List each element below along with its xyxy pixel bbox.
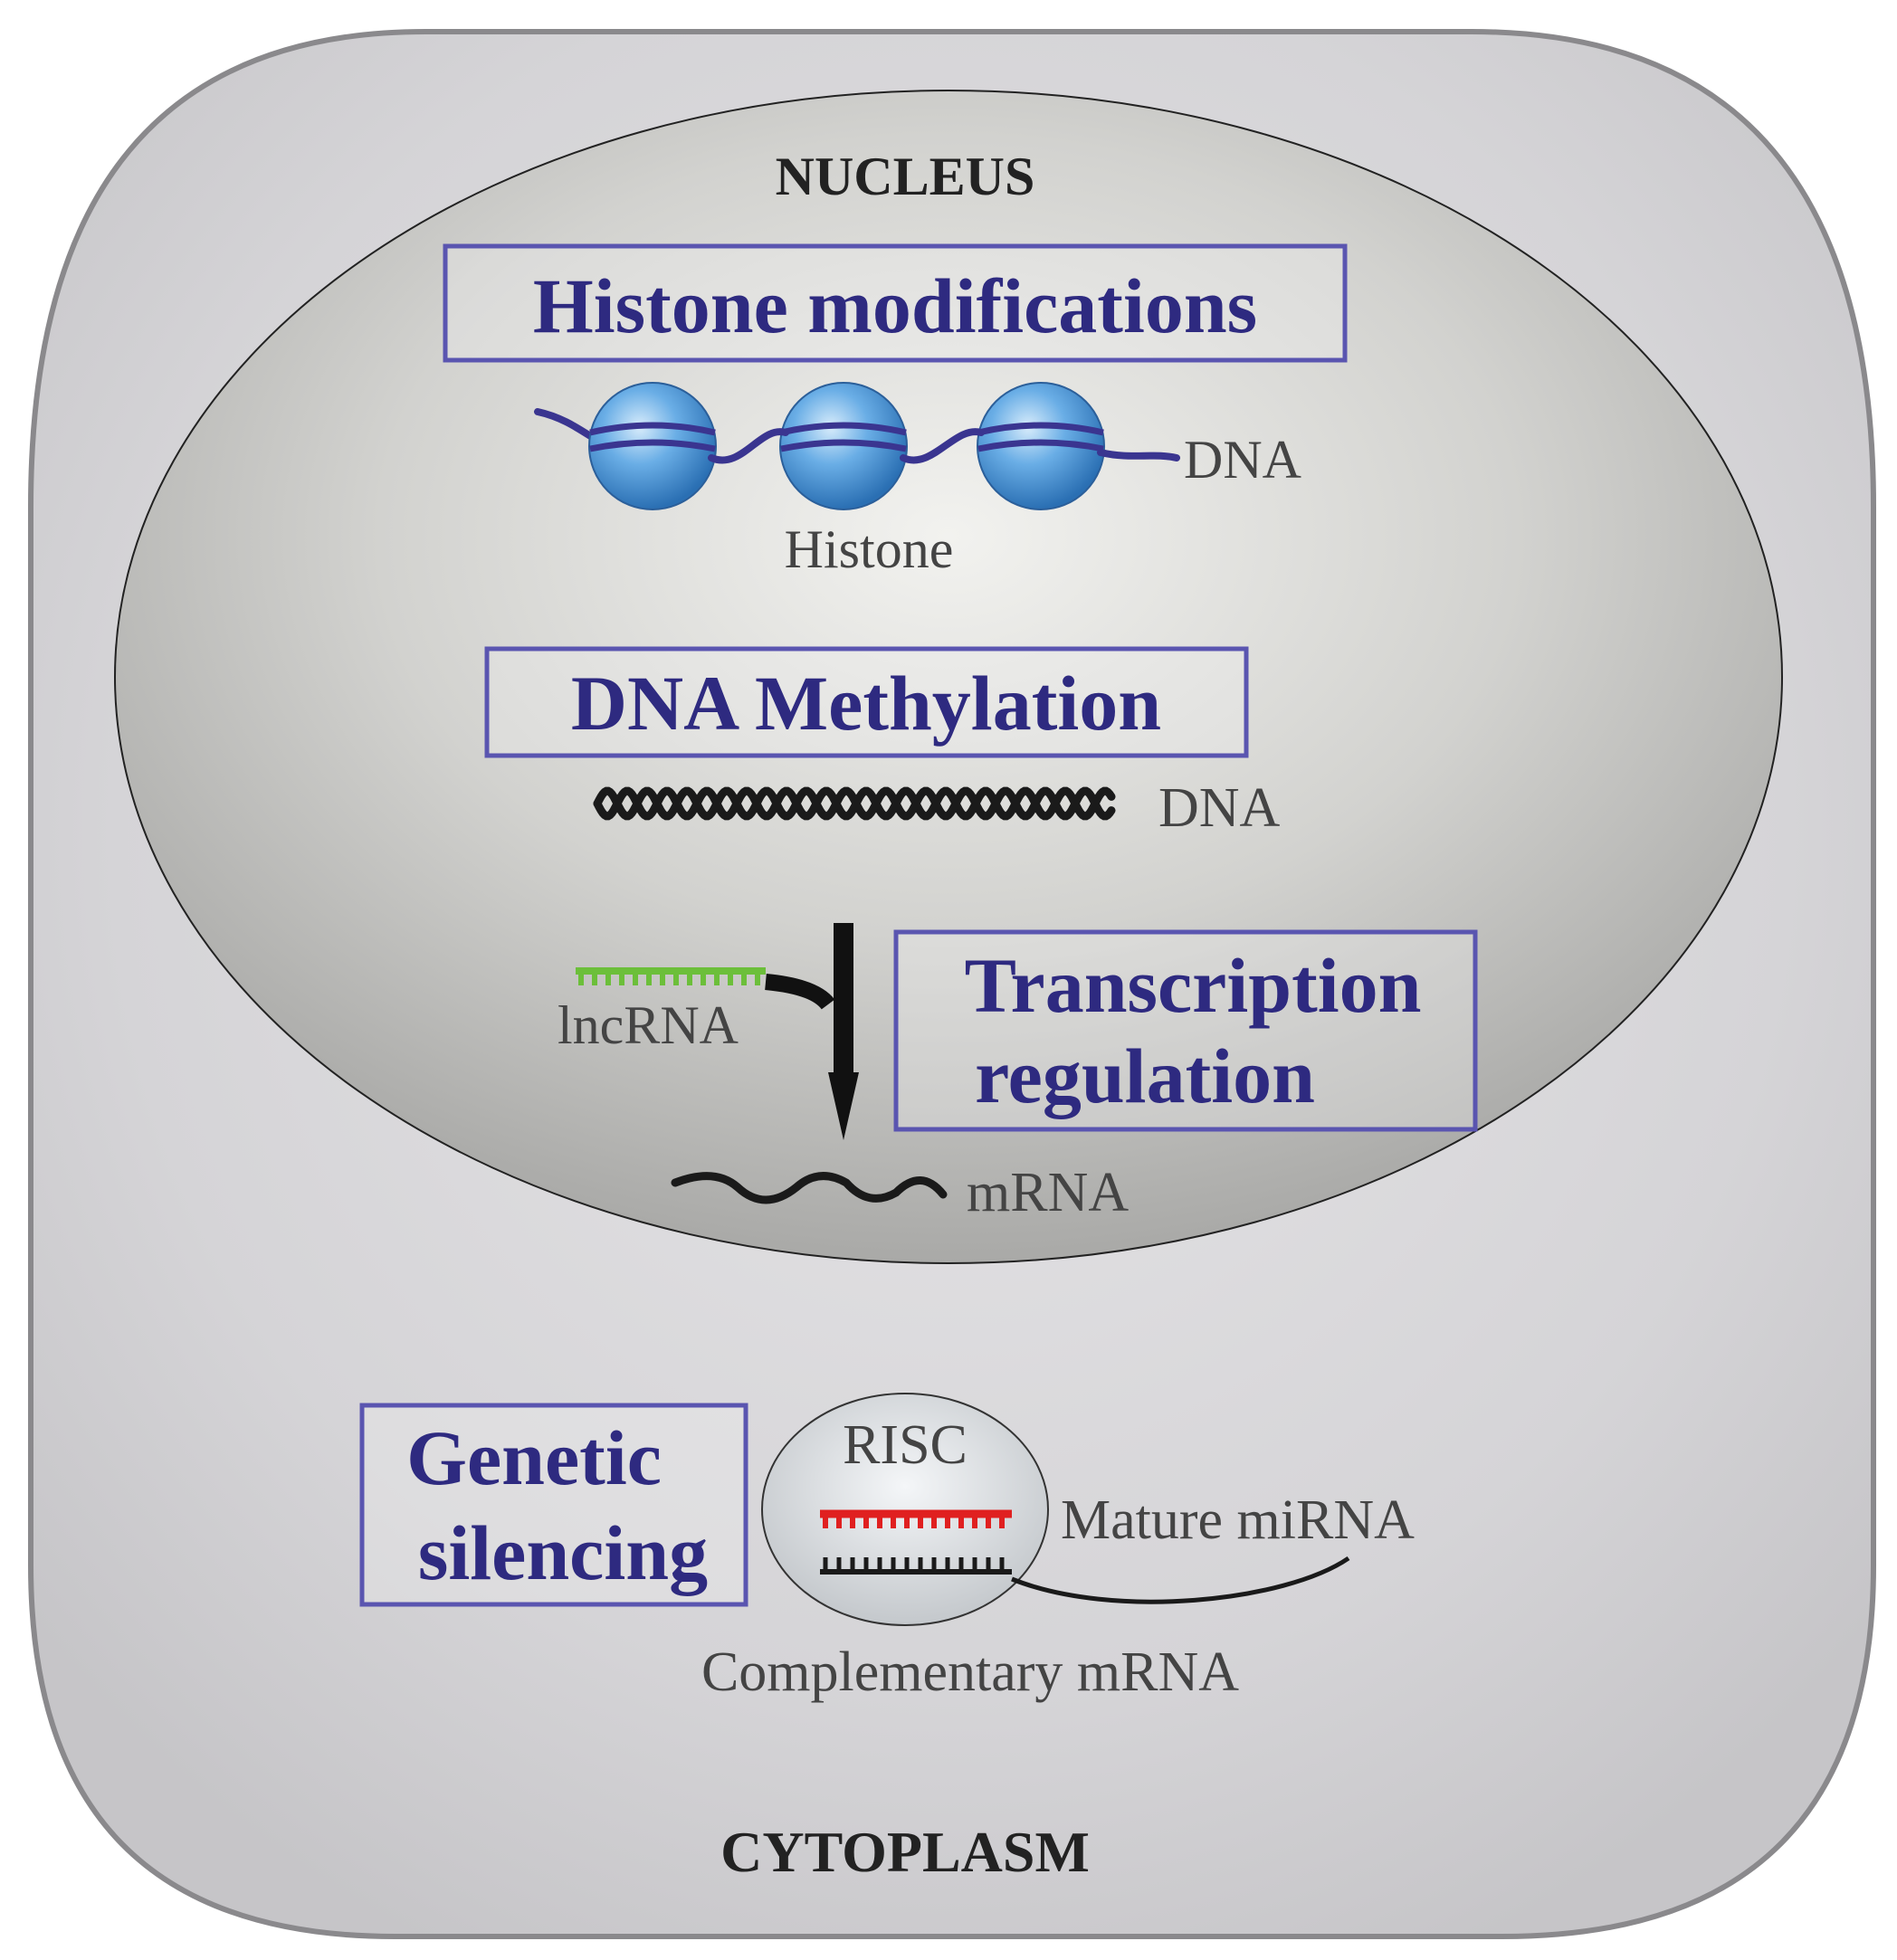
histone-bead-2 <box>779 382 908 510</box>
nucleus-label: NUCLEUS <box>776 147 1035 206</box>
dna-label-top: DNA <box>1184 430 1301 490</box>
transcription-regulation-box <box>893 929 1478 1132</box>
histone-label: Histone <box>785 519 954 579</box>
nucleosome-strand <box>534 382 1180 510</box>
genetic-label-line1: Genetic <box>406 1414 662 1501</box>
risc-label: RISC <box>843 1414 968 1476</box>
lncrna-comb <box>576 967 766 985</box>
dna-methylation-label: DNA Methylation <box>571 660 1161 747</box>
transcription-arrow-head <box>828 1072 859 1140</box>
lncrna-label: lncRNA <box>558 995 739 1055</box>
genetic-silencing-box <box>359 1403 748 1607</box>
mrna-tail <box>1011 1556 1350 1604</box>
dna-label-middle: DNA <box>1158 777 1281 839</box>
histone-bead-1 <box>588 382 717 510</box>
nucleus <box>114 90 1783 1264</box>
transcription-label-line2: regulation <box>975 1032 1315 1119</box>
histone-modifications-label: Histone modifications <box>533 262 1257 349</box>
dna-double-helix <box>593 786 1116 821</box>
dna-methylation-box <box>484 646 1249 758</box>
complementary-mrna-label: Complementary mRNA <box>701 1641 1239 1703</box>
mature-mirna-label: Mature miRNA <box>1061 1489 1415 1551</box>
mrna-label: mRNA <box>967 1162 1129 1223</box>
mature-mirna-strand <box>820 1509 1012 1528</box>
complementary-mrna-strand <box>820 1557 1012 1575</box>
genetic-label-line2: silencing <box>418 1509 708 1596</box>
mrna-wave <box>671 1172 948 1204</box>
inhibition-bar <box>765 974 835 1010</box>
transcription-label-line1: Transcription <box>965 942 1422 1029</box>
histone-bead-3 <box>977 382 1105 510</box>
cytoplasm-label: CYTOPLASM <box>720 1820 1090 1884</box>
histone-modifications-box <box>443 243 1348 363</box>
